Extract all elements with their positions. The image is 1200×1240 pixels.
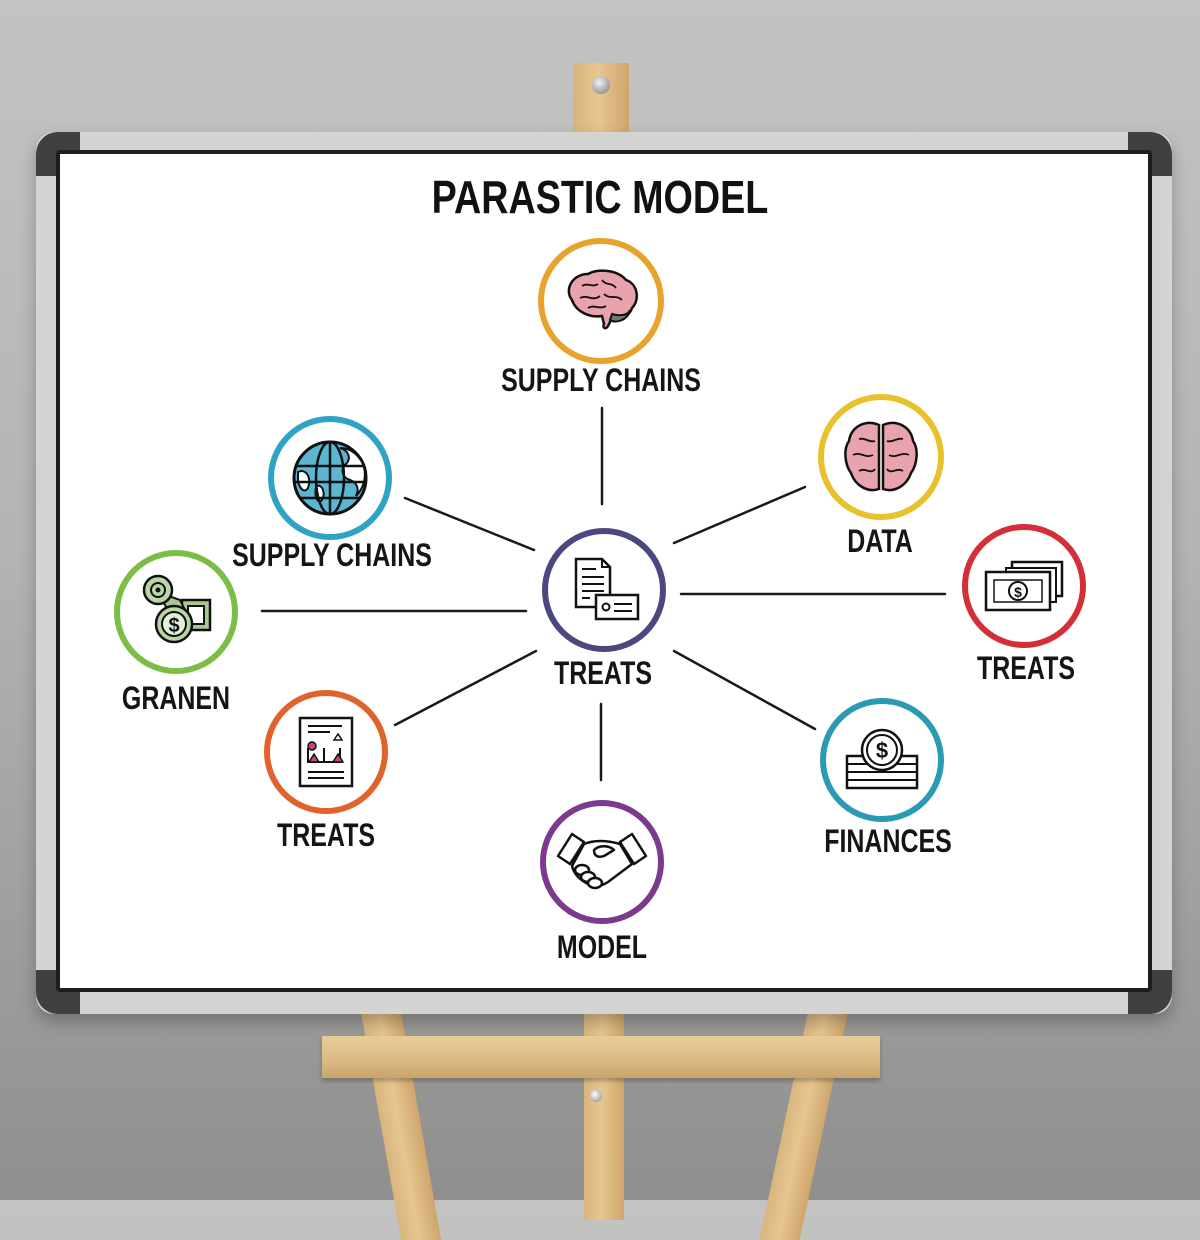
node-top[interactable] [538,238,664,364]
node-bottom[interactable] [540,800,664,924]
node-left-label: GRANEN [121,680,231,716]
node-right[interactable]: $ [962,524,1086,648]
center-node-label: TREATS [554,655,652,691]
node-upper-right[interactable] [818,394,944,520]
node-upper-right-label: DATA [847,523,913,559]
connector-lower-left [393,649,538,727]
node-right-label: TREATS [977,650,1075,686]
node-lower-left[interactable] [264,690,388,814]
svg-text:$: $ [168,615,179,637]
connector-upper-right [672,485,807,545]
svg-text:$: $ [876,738,888,763]
brain-top-icon [844,421,918,492]
connector-lines [260,406,947,782]
handshake-icon [556,832,648,890]
connector-upper-left [403,496,536,552]
node-upper-left-label: SUPPLY CHAINS [232,537,432,573]
coin-stack-icon: $ [845,728,919,790]
connector-lower-right [672,649,817,731]
money-coins-icon: $ [142,574,212,644]
easel-tray [322,1036,880,1078]
center-node[interactable] [542,528,666,652]
documents-icon [574,557,640,621]
node-upper-left[interactable] [268,416,392,540]
brain-side-icon [567,269,639,330]
globe-icon [292,440,368,516]
node-bottom-label: MODEL [556,929,648,965]
node-lower-right-label: FINANCES [824,823,952,859]
node-left[interactable]: $ [114,550,238,674]
svg-text:$: $ [1014,584,1022,600]
node-lower-right[interactable]: $ [820,698,944,822]
node-lower-left-label: TREATS [277,817,375,853]
easel-knob [592,76,610,94]
banknotes-icon: $ [984,560,1064,612]
easel-bolt [590,1090,602,1102]
diagram-title: PARASTIC MODEL [431,171,769,223]
document-chart-icon [298,716,354,788]
node-top-label: SUPPLY CHAINS [501,362,701,398]
